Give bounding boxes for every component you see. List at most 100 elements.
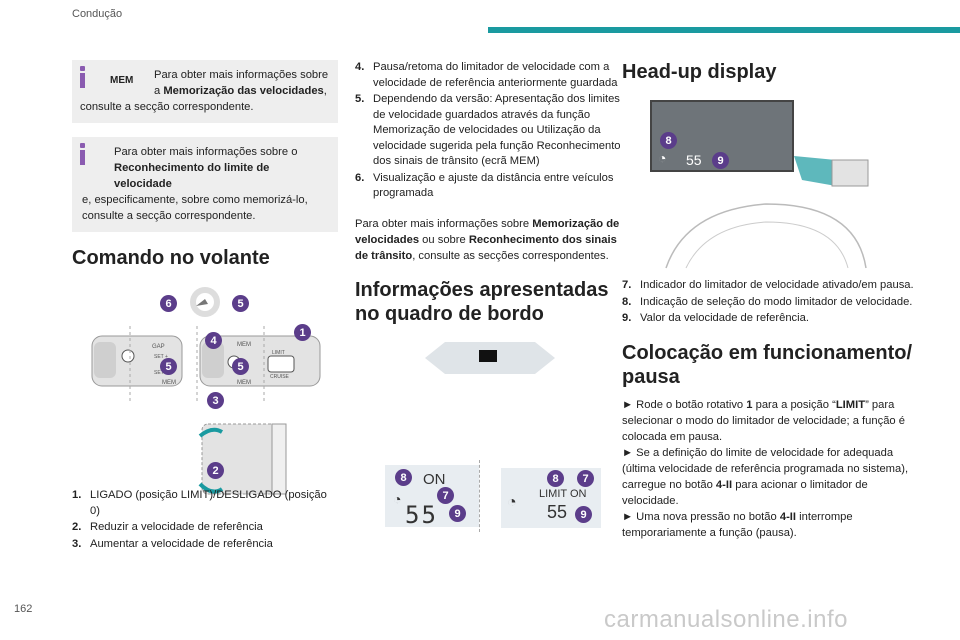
info-note-recognition: Para obter mais informações sobre o Reco…: [72, 137, 338, 232]
cluster-speed: 55: [547, 502, 568, 522]
speedometer-icon: ◔: [658, 150, 667, 166]
list-text: Indicador do limitador de velocidade ati…: [640, 279, 914, 291]
step-text: ► Uma nova pressão no botão: [622, 510, 780, 523]
list-text: Indicação de seleção do modo limitador d…: [640, 295, 913, 308]
stalk-label-setplus: SET +: [154, 354, 168, 360]
list-items-1-3: 1. LIGADO (posição LIMIT)/DESLIGADO (posi…: [72, 488, 338, 553]
list-item: 3. Aumentar a velocidade de referência: [72, 537, 338, 553]
note-bold: Memorização das velocidades: [163, 85, 324, 97]
list-num: 5.: [355, 93, 365, 105]
page-number: 162: [14, 603, 33, 615]
cluster-display-left: 8 ON 7 ◔ 55 9: [385, 465, 479, 529]
list-item: 9. Valor da velocidade de referência.: [622, 311, 914, 327]
note-bold: Reconhecimento do limite de velocidade: [114, 162, 270, 190]
list-num: 1.: [72, 489, 82, 501]
step-text: ► Se a definição do limite de velocidade…: [622, 446, 909, 491]
step-text: para a posição “: [752, 398, 836, 411]
note-text: Para obter mais informações sobre a Memo…: [82, 67, 330, 99]
section-title: Condução: [72, 8, 123, 20]
watermark: carmanualsonline.info: [604, 606, 848, 633]
callout-9: 9: [712, 152, 729, 169]
callout-7: 7: [437, 487, 454, 504]
note-text-part: Para obter mais informações sobre o: [114, 146, 298, 158]
list-num: 7.: [622, 279, 632, 291]
list-item: 4.Pausa/retoma do limitador de velocidad…: [355, 60, 621, 91]
step: ► Uma nova pressão no botão 4-II interro…: [622, 509, 914, 541]
para-bold: Memorização de velocidades: [355, 217, 620, 246]
header-accent-bar: [488, 27, 960, 33]
info-note-memorization: MEM Para obter mais informações sobre a …: [72, 60, 338, 123]
mem-tag: MEM: [110, 75, 134, 86]
callout-8: 8: [660, 132, 677, 149]
hud-speed: 55: [686, 152, 702, 168]
list-num: 4.: [355, 61, 365, 73]
steps: ► Rode o botão rotativo 1 para a posição…: [622, 397, 914, 541]
list-text: Reduzir a velocidade de referência: [90, 521, 263, 533]
list-num: 6.: [355, 171, 365, 184]
callout-6: 6: [160, 295, 177, 312]
list-num: 9.: [622, 312, 632, 324]
para-text: , consulte as secções correspondentes.: [412, 249, 609, 262]
callout-9: 9: [575, 506, 592, 523]
speedometer-icon: ◔: [507, 494, 517, 511]
heading-start-pause: Colocação em funcionamento/ pausa: [622, 341, 913, 388]
info-icon: [80, 66, 86, 88]
cluster-status-limit-on: LIMIT ON: [539, 488, 587, 500]
step-bold: 4-II: [779, 510, 797, 523]
list-items-7-9: 7. Indicador do limitador de velocidade a…: [622, 278, 914, 327]
callout-7: 7: [577, 470, 594, 487]
column-1: MEM Para obter mais informações sobre a …: [72, 60, 338, 550]
hud-illustration: 8 ◔ 55 9: [626, 100, 886, 270]
step-text: ” para selecionar o modo do limitador de…: [622, 398, 905, 443]
list-num: 2.: [72, 521, 82, 533]
callout-5: 5: [232, 295, 249, 312]
hud-display: 8 ◔ 55 9: [650, 100, 794, 172]
cluster-divider: [479, 460, 480, 532]
step-bold: 1: [746, 398, 753, 411]
list-text: LIGADO (posição LIMIT)/DESLIGADO (posiçã…: [90, 489, 327, 517]
callout-5: 5: [232, 358, 249, 375]
callout-8: 8: [395, 469, 412, 486]
cluster-speed: 55: [405, 501, 438, 529]
step-text: ► Rode o botão rotativo: [622, 398, 747, 411]
column-3: Head-up display 8 ◔ 55 9 7. Indicador do …: [622, 60, 914, 541]
step: ► Se a definição do limite de velocidade…: [622, 445, 914, 509]
list-num: 3.: [72, 537, 82, 550]
paragraph-more-info: Para obter mais informações sobre Memori…: [355, 216, 621, 264]
hud-dashboard: [665, 156, 869, 269]
callout-8: 8: [547, 470, 564, 487]
step: ► Rode o botão rotativo 1 para a posição…: [622, 397, 914, 445]
step-text: para acionar o limitador de velocidade.: [622, 478, 868, 507]
list-items-4-6: 4.Pausa/retoma do limitador de velocidad…: [355, 60, 621, 202]
para-bold: Reconhecimento dos sinais de trânsito: [355, 233, 617, 262]
list-text: Dependendo da versão: Apresentação dos l…: [373, 93, 621, 167]
step-bold: LIMIT: [835, 398, 866, 411]
stalk-label-cruise: CRUISE: [270, 374, 290, 380]
callout-1: 1: [294, 324, 311, 341]
note-text-part: Para obter mais informações sobre a: [154, 69, 329, 97]
cluster-status-on: ON: [423, 471, 446, 488]
note-text-cont: consulte a secção correspondente.: [80, 101, 254, 113]
lower-stalk-detail: [198, 423, 287, 495]
list-item: 6. Visualização e ajuste da distância ent…: [355, 171, 621, 202]
step-bold: 4-II: [715, 478, 733, 491]
list-item: 7. Indicador do limitador de velocidade a…: [622, 278, 914, 294]
heading-steering-control: Comando no volante: [72, 247, 270, 269]
para-text: ou sobre: [419, 233, 469, 246]
note-text-cont: e, especificamente, sobre como memorizá-…: [82, 194, 308, 222]
callout-5: 5: [160, 358, 177, 375]
list-text: Aumentar a velocidade de referência: [90, 537, 273, 550]
left-stalk: GAP SET + SET - MEM: [91, 335, 183, 387]
heading-hud: Head-up display: [622, 61, 777, 83]
stalk-label-mem: MEM: [237, 380, 251, 386]
list-text: Visualização e ajuste da distância entre…: [373, 171, 614, 200]
cluster-display-right: 8 7 ◔ LIMIT ON 55 9: [501, 468, 601, 528]
heading-cluster-info: Informações apresentadas no quadro de bo…: [355, 278, 609, 325]
list-text: Valor da velocidade de referência.: [640, 312, 809, 324]
list-num: 8.: [622, 295, 632, 308]
list-item: 2. Reduzir a velocidade de referência: [72, 520, 338, 536]
step-text: interrompe temporariamente a função (pau…: [622, 510, 853, 539]
para-text: Para obter mais informações sobre: [355, 217, 533, 230]
stalk-label-mem: MEM: [162, 380, 176, 386]
info-icon: [80, 143, 86, 165]
